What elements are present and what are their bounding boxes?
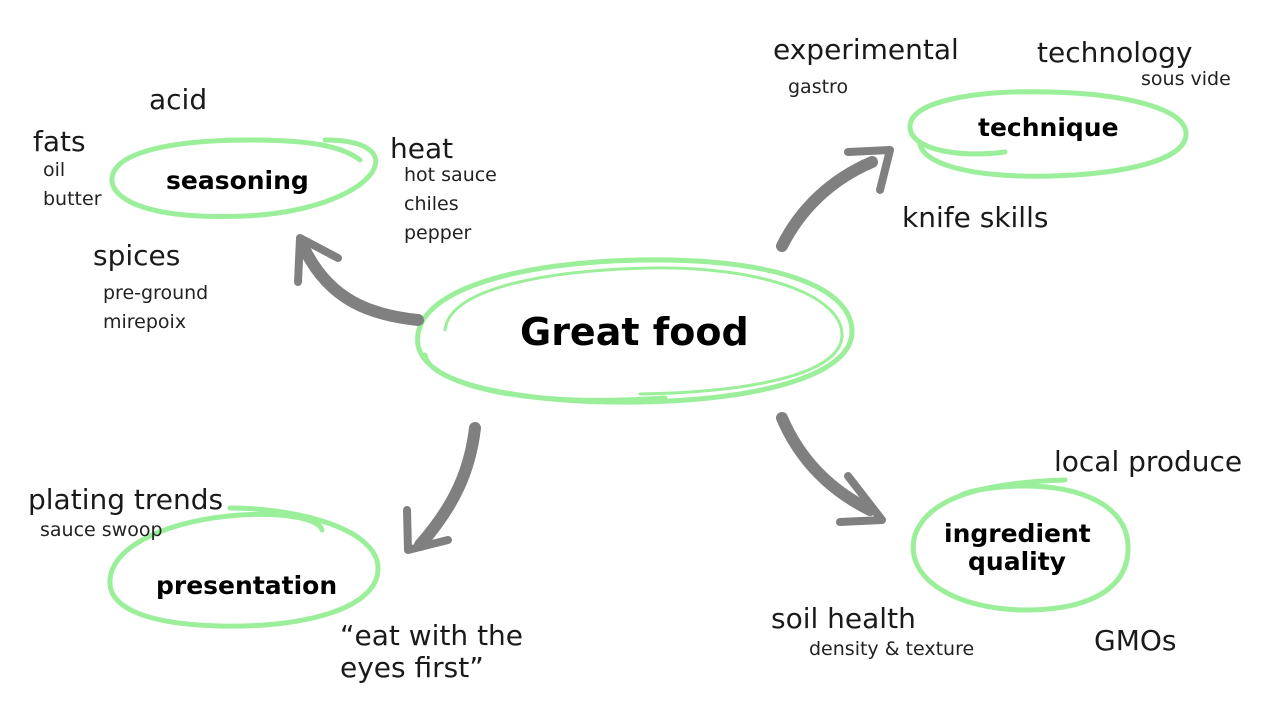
center-ring-inner [443,266,844,396]
seasoning-label: seasoning [166,166,309,195]
spices-item: mirepoix [103,311,187,333]
arrow-ingredient [776,412,876,516]
arrow-ingredient-head [836,472,886,526]
spices-items: pre-ground mirepoix [103,279,208,337]
arrow-technique-head [844,146,894,194]
plating-sub: sauce swoop [40,519,163,541]
ingredient-line: quality [968,547,1066,576]
presentation-ring [107,505,381,629]
heat-item: chiles [404,193,459,215]
experimental-sub: gastro [788,76,849,98]
center-label: Great food [520,310,749,354]
knife-skills-label: knife skills [902,201,1049,234]
center-ring [415,257,855,405]
presentation-label: presentation [156,571,338,600]
local-produce-label: local produce [1054,445,1243,478]
technology-label: technology [1037,36,1193,69]
soil-health-label: soil health [771,602,916,635]
arrow-technique [776,156,878,252]
seasoning-ring [109,137,379,220]
spices-item: pre-ground [103,282,209,304]
ingredient-ring [910,477,1131,613]
fats-item: butter [43,188,102,210]
fats-label: fats [33,125,86,158]
quote-label: “eat with the eyes first” [340,620,523,684]
fats-items: oil butter [43,156,102,214]
arrow-presentation [414,422,481,551]
quote-line: “eat with the [340,619,524,652]
gmos-label: GMOs [1094,624,1177,657]
fats-item: oil [43,159,66,181]
experimental-label: experimental [773,33,959,66]
heat-item: pepper [404,222,472,244]
soil-sub: density & texture [809,638,975,660]
technique-ring [907,89,1189,179]
arrow-presentation-head [403,506,452,554]
heat-items: hot sauce chiles pepper [404,161,497,248]
quote-line: eyes first” [340,651,484,684]
plating-trends-label: plating trends [28,483,224,516]
technology-sub: sous vide [1141,68,1231,90]
heat-item: hot sauce [404,164,497,186]
arrow-seasoning [299,244,424,326]
technique-label: technique [978,113,1119,142]
ingredient-quality-label: ingredient quality [944,519,1091,576]
ingredient-line: ingredient [944,519,1091,548]
heat-label: heat [390,132,454,165]
acid-label: acid [149,83,208,116]
spices-label: spices [93,239,181,272]
arrow-seasoning-head [294,234,342,286]
